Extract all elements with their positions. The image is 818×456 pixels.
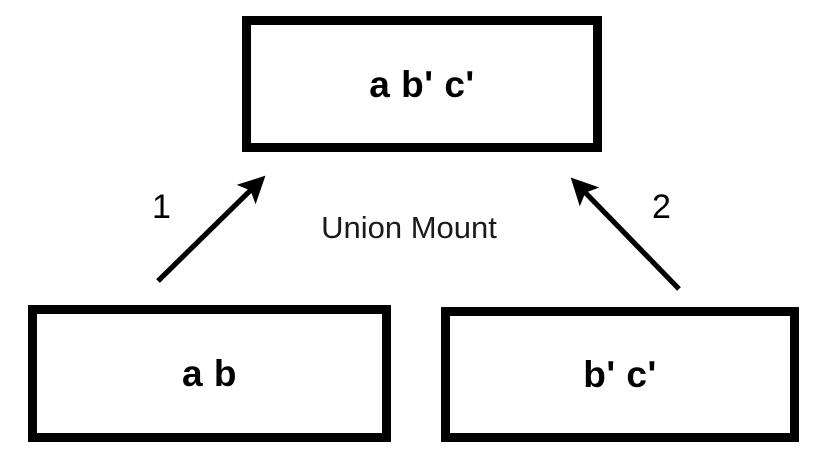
- diagram-caption: Union Mount: [321, 210, 497, 245]
- edge-label-2: 2: [652, 188, 671, 226]
- node-box-source-left: a b: [28, 305, 391, 442]
- node-label-merged: a b' c': [369, 63, 475, 105]
- edge-label-1: 1: [152, 188, 171, 226]
- node-box-source-right: b' c': [441, 307, 799, 442]
- node-label-source-left: a b: [182, 353, 237, 394]
- node-label-source-right: b' c': [583, 354, 657, 395]
- node-box-merged: a b' c': [242, 16, 602, 152]
